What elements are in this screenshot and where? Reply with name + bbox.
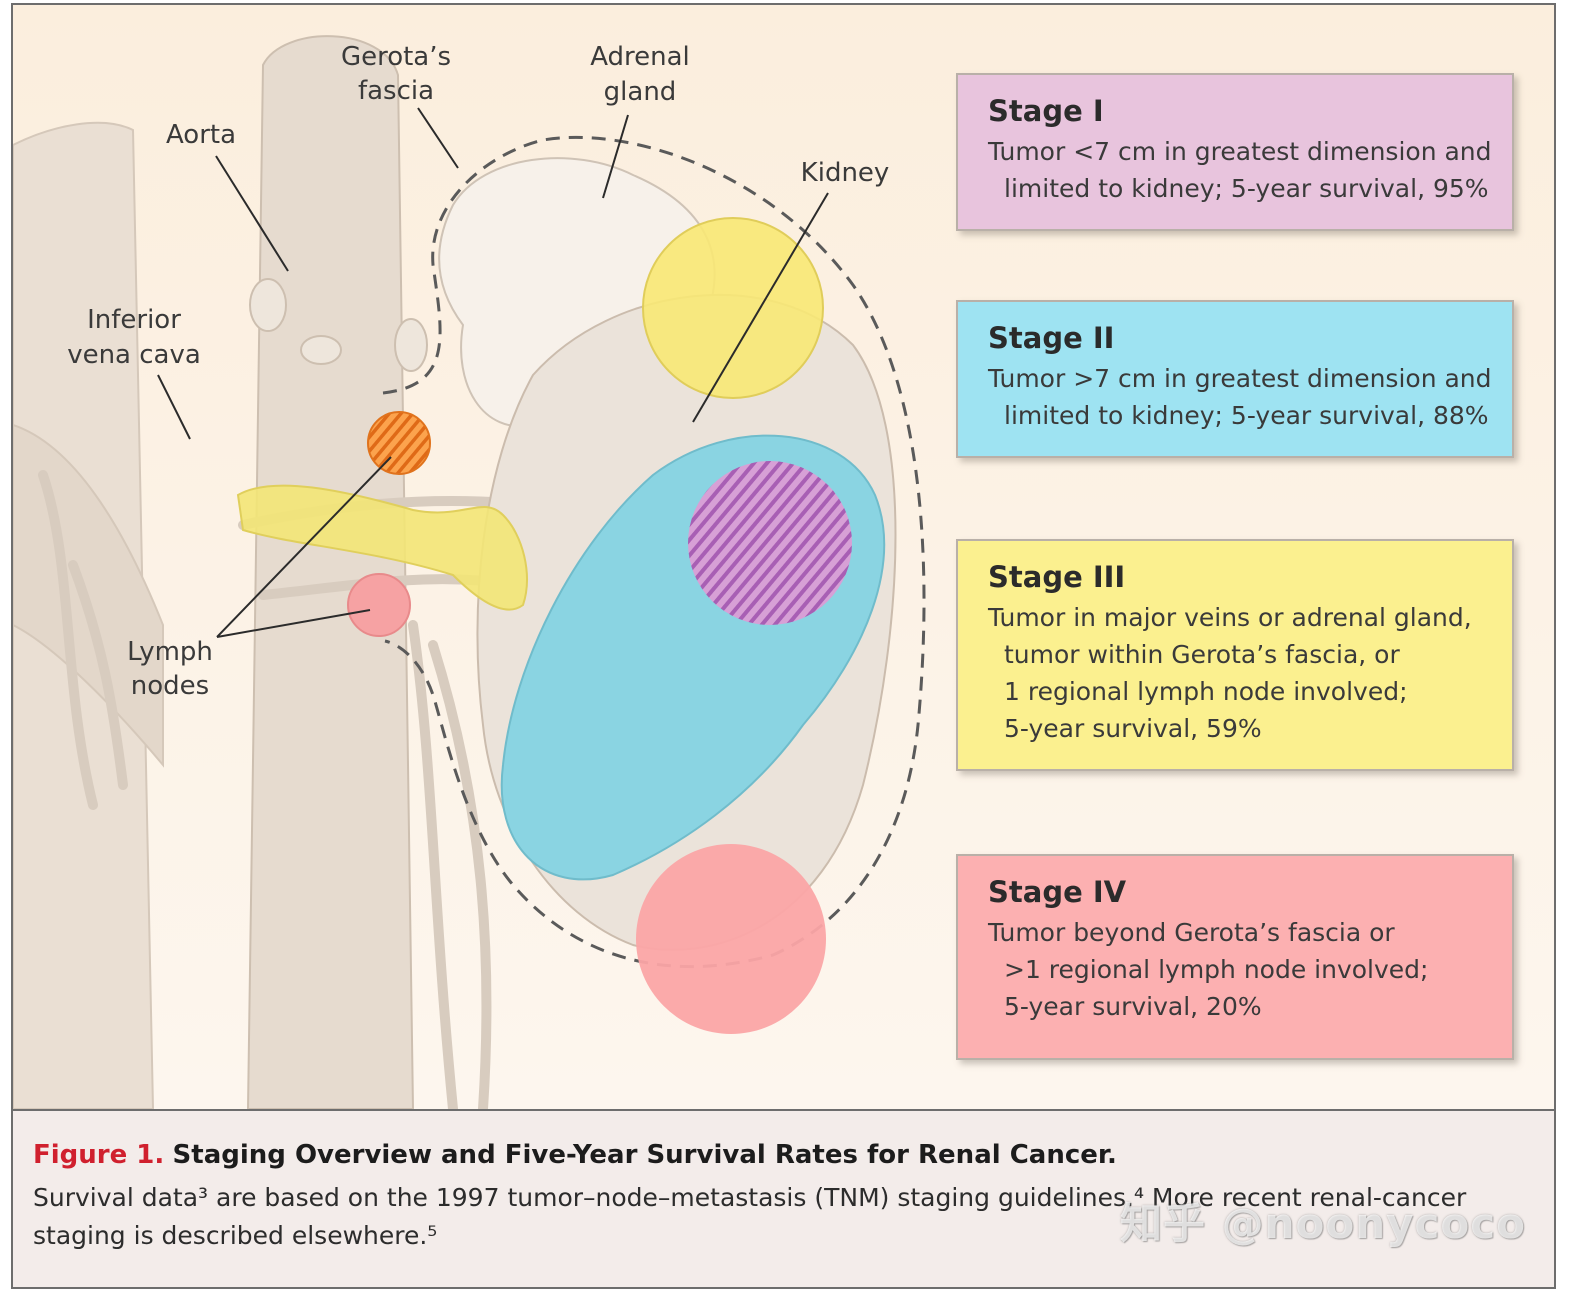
stage-4-box: Stage IV Tumor beyond Gerota’s fascia or… — [956, 854, 1514, 1060]
stage-3-line-3: 1 regional lymph node involved; — [1004, 677, 1408, 706]
stage-3-line-4: 5-year survival, 59% — [1004, 714, 1262, 743]
label-adrenal-gland-2: gland — [604, 77, 677, 107]
caption-figure-label: Figure 1. — [33, 1140, 165, 1170]
stage-2-title: Stage II — [988, 321, 1115, 355]
stage-4-title: Stage IV — [988, 875, 1127, 909]
label-gerotas-fascia-1: Gerota’s — [341, 42, 451, 72]
stage-1-line-2: limited to kidney; 5-year survival, 95% — [1004, 174, 1489, 203]
stage-2-line-2: limited to kidney; 5-year survival, 88% — [1004, 401, 1489, 430]
label-adrenal-gland-1: Adrenal — [590, 42, 690, 72]
stage-4-line-3: 5-year survival, 20% — [1004, 992, 1262, 1021]
stage-3-box: Stage III Tumor in major veins or adrena… — [956, 539, 1514, 771]
lymph-node-stage3 — [367, 411, 431, 475]
stage-3-line-2: tumor within Gerota’s fascia, or — [1004, 640, 1400, 669]
stage3-vein-tumor — [236, 484, 528, 611]
figure-caption: Figure 1. Staging Overview and Five-Year… — [13, 1109, 1554, 1287]
caption-body: Survival data³ are based on the 1997 tum… — [33, 1183, 1467, 1250]
stage-1-box: Stage I Tumor <7 cm in greatest dimensio… — [956, 73, 1514, 231]
aorta-shape — [246, 35, 428, 1109]
stage-4-line-2: >1 regional lymph node involved; — [1004, 955, 1429, 984]
stage1-hatched-tumor — [688, 461, 852, 625]
stage-4-line-1: Tumor beyond Gerota’s fascia or — [988, 918, 1395, 947]
label-lymph-nodes-2: nodes — [131, 671, 209, 701]
lymph-node-stage4 — [347, 573, 411, 637]
stage-3-line-1: Tumor in major veins or adrenal gland, — [988, 603, 1472, 632]
label-inferior-vena-cava-2: vena cava — [67, 340, 201, 370]
stage-2-line-1: Tumor >7 cm in greatest dimension and — [988, 364, 1492, 393]
stage-3-title: Stage III — [988, 560, 1126, 594]
anatomy-labels: Gerota’s fascia Adrenal gland Aorta Kidn… — [67, 42, 889, 701]
caption-title: Staging Overview and Five-Year Survival … — [172, 1140, 1117, 1170]
label-gerotas-fascia-2: fascia — [358, 76, 434, 106]
stage3-adrenal-tumor — [642, 217, 824, 399]
label-lymph-nodes-1: Lymph — [127, 637, 213, 667]
label-kidney: Kidney — [801, 158, 890, 188]
stage4-tumor — [636, 844, 826, 1034]
watermark: 知乎 @noonycoco — [1119, 1199, 1526, 1248]
stage-2-box: Stage II Tumor >7 cm in greatest dimensi… — [956, 300, 1514, 458]
stage-1-line-1: Tumor <7 cm in greatest dimension and — [988, 137, 1492, 166]
stage-1-title: Stage I — [988, 94, 1104, 128]
label-leader-lines — [157, 107, 829, 638]
caption-heading: Figure 1. Staging Overview and Five-Year… — [33, 1135, 1534, 1175]
figure-panel: Gerota’s fascia Adrenal gland Aorta Kidn… — [11, 3, 1556, 1289]
label-aorta: Aorta — [166, 120, 236, 150]
label-inferior-vena-cava-1: Inferior — [87, 305, 181, 335]
